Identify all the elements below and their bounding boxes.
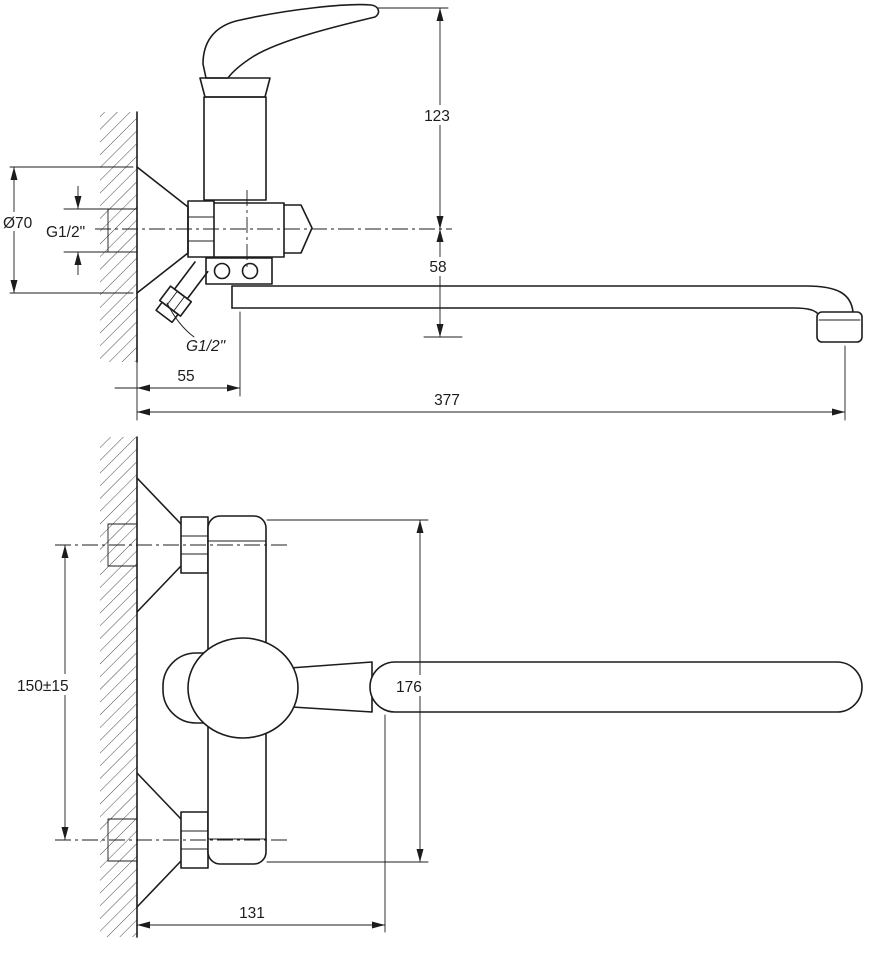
wall-hatch-side <box>100 111 138 363</box>
handle-lever-side <box>202 3 380 79</box>
dimension-131: 131 <box>137 714 386 933</box>
dimension-377: 377 <box>137 345 846 421</box>
escutcheon-bottom <box>136 772 182 820</box>
hex-flat-line <box>173 296 185 312</box>
cartridge-cap <box>283 204 313 254</box>
escutcheon-top <box>136 477 182 525</box>
escutcheon-bottom <box>136 860 182 908</box>
label-shower-thread: G1/2" <box>166 302 227 355</box>
dim-wall-offset-label: 55 <box>177 368 194 385</box>
dimension-150: 150±15 <box>14 545 78 840</box>
inlet-pipe-top <box>107 523 138 567</box>
shower-thread-tip <box>155 301 179 324</box>
dim-body-width-label: 131 <box>239 905 265 922</box>
dimension-55: 55 <box>114 311 241 421</box>
dim-handle-height-label: 123 <box>424 108 450 125</box>
dim-mounting-centers-label: 150±15 <box>17 678 69 695</box>
spout-top-line <box>231 285 854 313</box>
dimensions-front: 150±15 176 131 <box>14 519 429 933</box>
spout-bottom-line <box>231 307 818 314</box>
dim-escutcheon-diameter-label: Ø70 <box>3 215 33 232</box>
dimension-123: 123 <box>377 7 456 229</box>
diverter-button <box>241 262 259 280</box>
handle-collar <box>199 77 271 98</box>
faucet-front <box>55 477 863 908</box>
inlet-thread-label: G1/2" <box>46 224 85 241</box>
wall-section-side <box>100 112 137 362</box>
inlet-pipe-side <box>107 208 138 253</box>
side-view: Ø70 G1/2" 123 58 <box>1 3 863 421</box>
wall-hatch-front <box>100 436 138 938</box>
front-view: 150±15 176 131 <box>14 436 863 938</box>
wall-section-front <box>100 437 137 937</box>
dimension-dia70: Ø70 <box>1 166 134 294</box>
faucet-body-side <box>203 96 267 201</box>
escutcheon-top <box>136 565 182 613</box>
dimension-176: 176 <box>266 519 429 863</box>
diverter-plate <box>205 257 273 285</box>
hex-flat-line <box>166 290 178 307</box>
dim-body-height-label: 176 <box>396 679 422 696</box>
valve-body <box>213 202 285 258</box>
dimension-58: 58 <box>423 229 463 338</box>
inlet-pipe-bottom <box>107 818 138 862</box>
dimensions-side: Ø70 G1/2" 123 58 <box>1 7 846 421</box>
dim-spout-reach-label: 377 <box>434 392 460 409</box>
shower-thread-label: G1/2" <box>186 338 227 355</box>
cartridge-dome-front <box>187 637 299 739</box>
dimension-inlet-thread: G1/2" <box>46 186 109 275</box>
diverter-button <box>213 262 231 280</box>
spout-connector-front <box>289 661 373 713</box>
escutcheon-side <box>136 166 189 294</box>
shower-outlet <box>155 261 209 324</box>
aerator <box>816 311 863 343</box>
faucet-side <box>95 3 863 343</box>
spout-front <box>369 661 863 713</box>
dim-spout-drop-label: 58 <box>429 259 446 276</box>
